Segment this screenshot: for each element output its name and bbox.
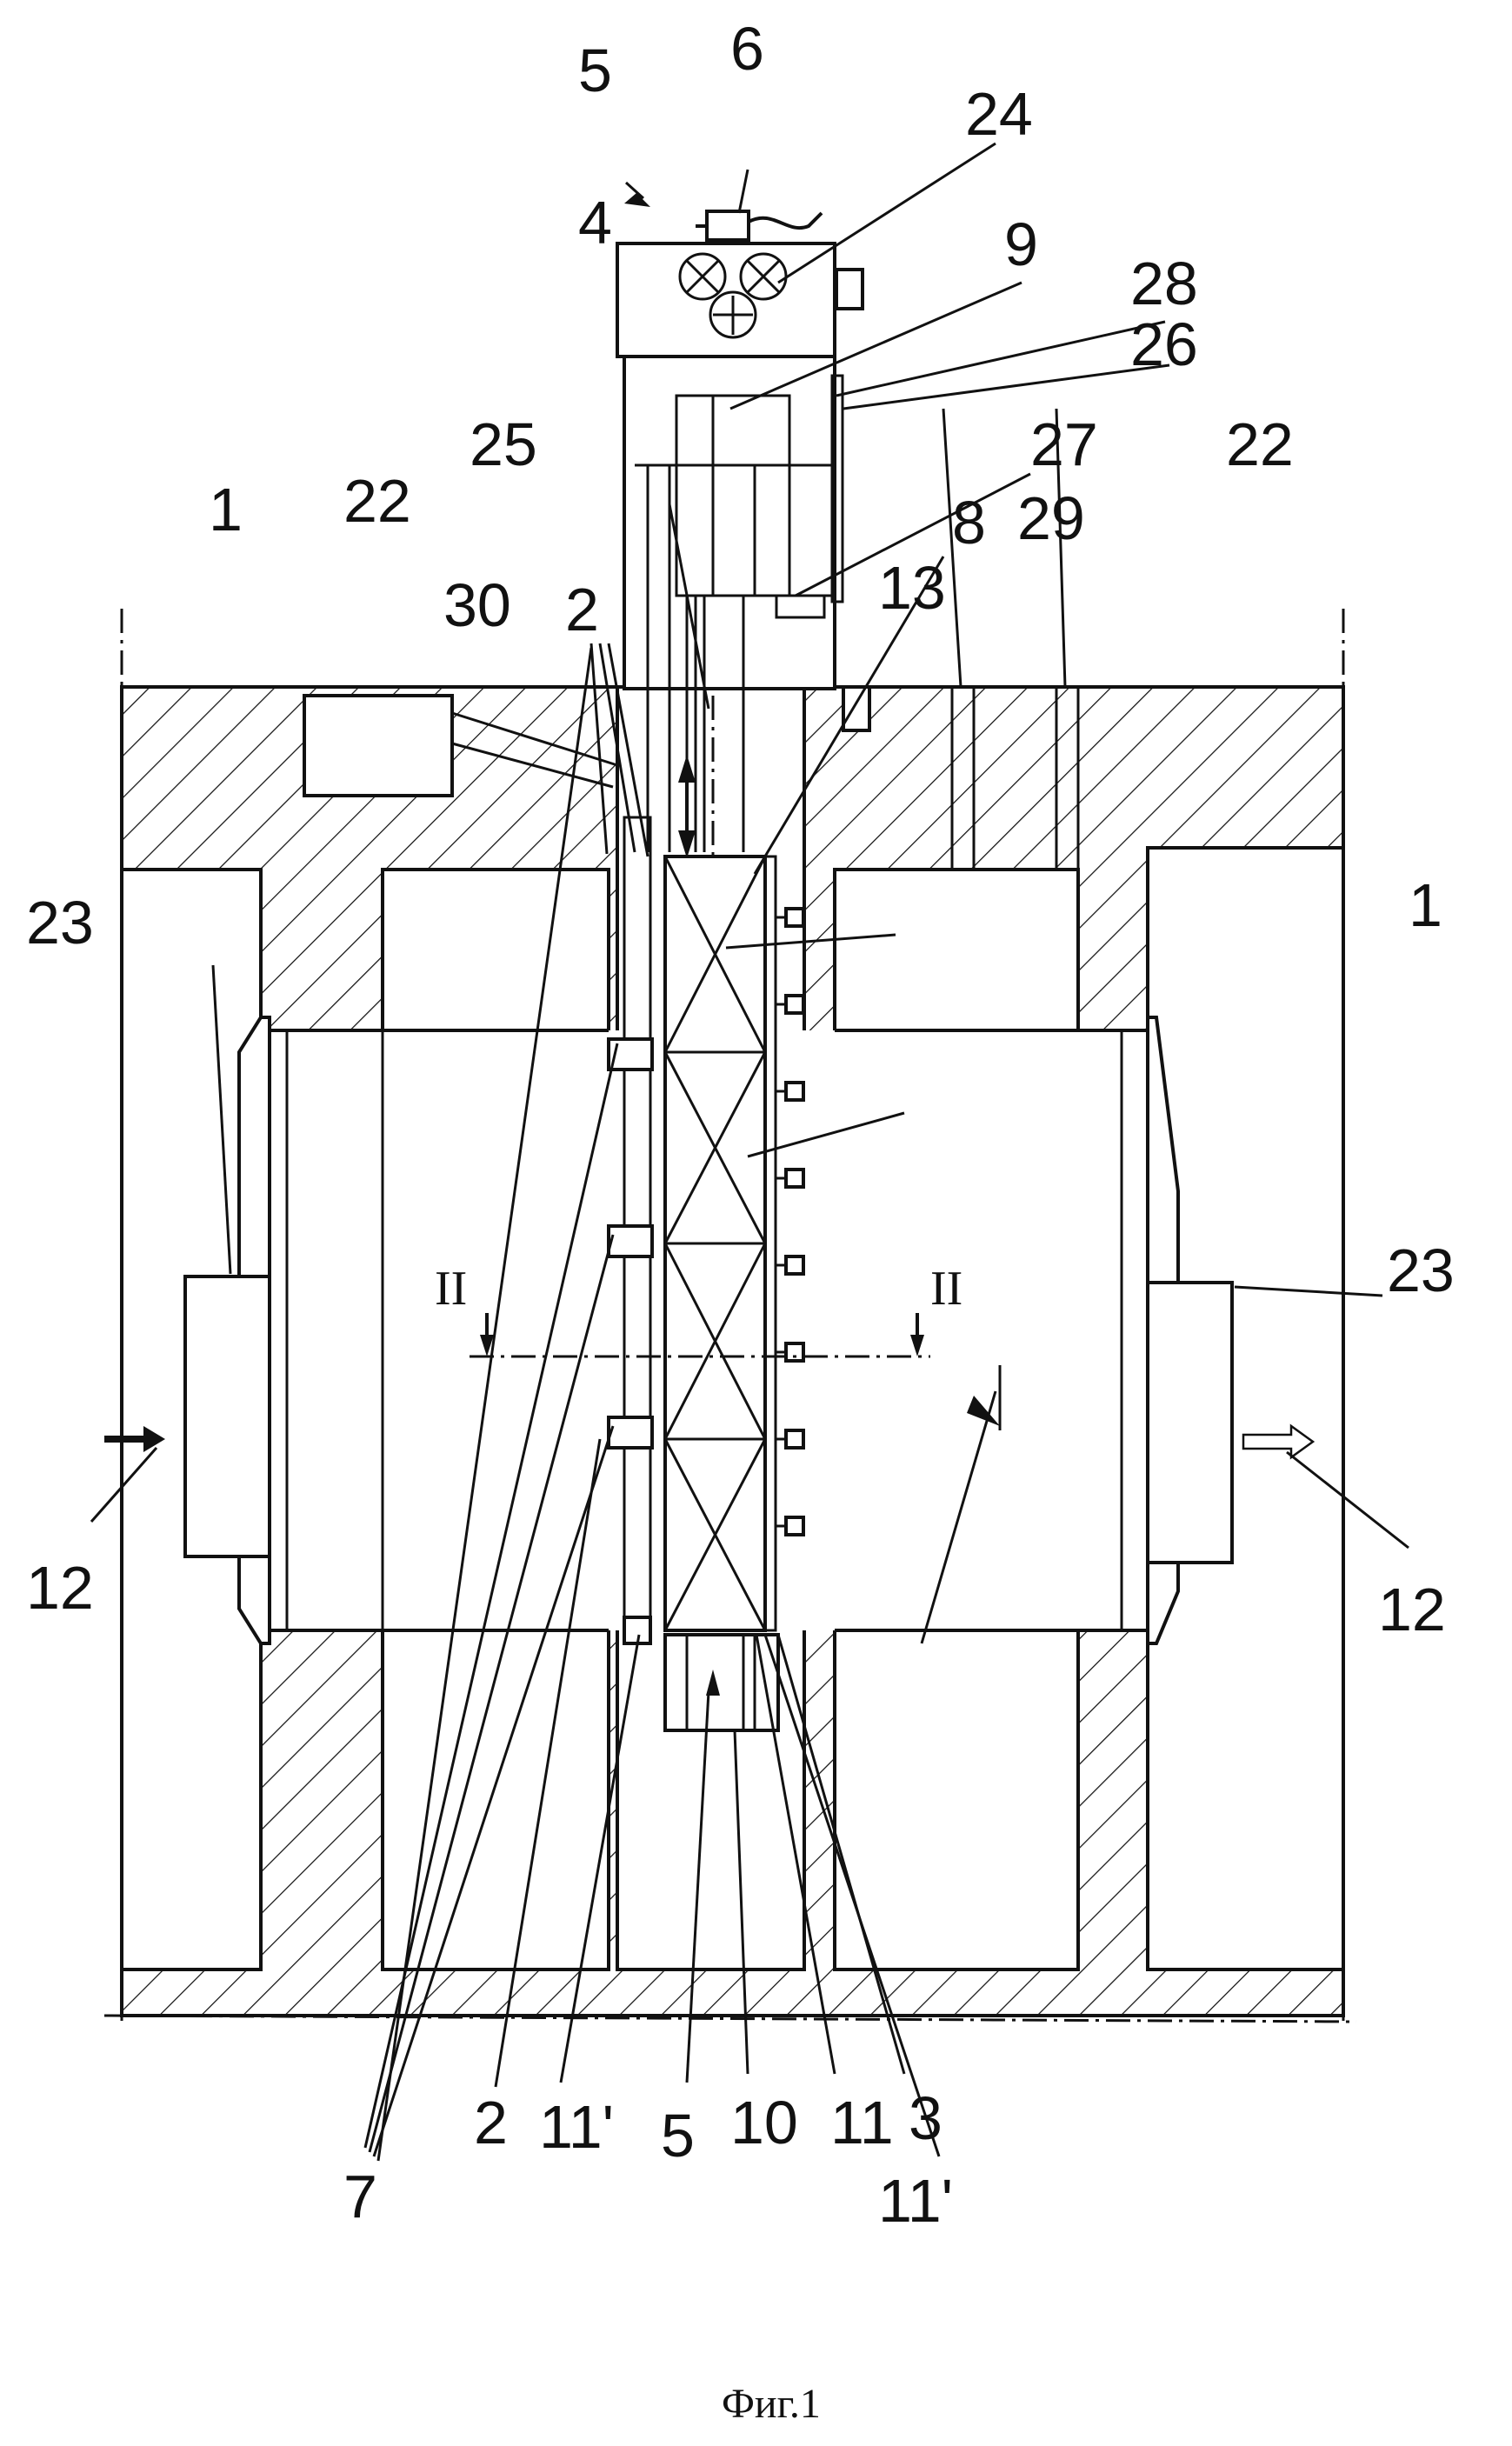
label-5-bottom: 5 [661, 2102, 695, 2169]
figure-caption: Фиг.1 [722, 2381, 821, 2427]
label-2-bottom: 2 [474, 2089, 508, 2156]
label-25: 25 [470, 410, 537, 478]
label-6: 6 [730, 15, 764, 83]
filter-drum [665, 856, 776, 1630]
label-12-left: 12 [26, 1554, 94, 1622]
label-5-top: 5 [578, 37, 612, 104]
label-28: 28 [1130, 250, 1198, 317]
label-23-left: 23 [26, 889, 94, 956]
label-11: 11 [830, 2089, 894, 2156]
label-12-right: 12 [1378, 1576, 1446, 1643]
label-27: 27 [1030, 410, 1098, 478]
label-13: 13 [878, 554, 946, 622]
label-24: 24 [965, 80, 1033, 148]
label-26: 26 [1130, 310, 1198, 378]
label-22-right: 22 [1226, 410, 1294, 478]
label-8: 8 [952, 489, 986, 557]
label-9: 9 [1004, 210, 1038, 278]
vertical-motion-arrow [678, 755, 696, 858]
label-23-right: 23 [1387, 1236, 1455, 1304]
label-2-top: 2 [565, 576, 599, 643]
bottom-sump [665, 1635, 778, 1730]
label-1-left: 1 [209, 476, 243, 543]
label-30: 30 [443, 571, 511, 639]
label-4: 4 [578, 189, 612, 257]
label-10: 10 [730, 2089, 798, 2156]
label-1-right: 1 [1409, 871, 1442, 939]
label-3: 3 [909, 2084, 943, 2152]
label-29: 29 [1017, 484, 1085, 552]
flow-arrow-out [1243, 1426, 1313, 1457]
section-mark-left: II [435, 1262, 467, 1316]
label-7: 7 [343, 2163, 377, 2230]
label-11prime-a: 11' [539, 2093, 614, 2161]
section-mark-right: II [930, 1262, 962, 1316]
label-11prime-b: 11' [878, 2167, 953, 2235]
label-22-left: 22 [343, 467, 411, 535]
